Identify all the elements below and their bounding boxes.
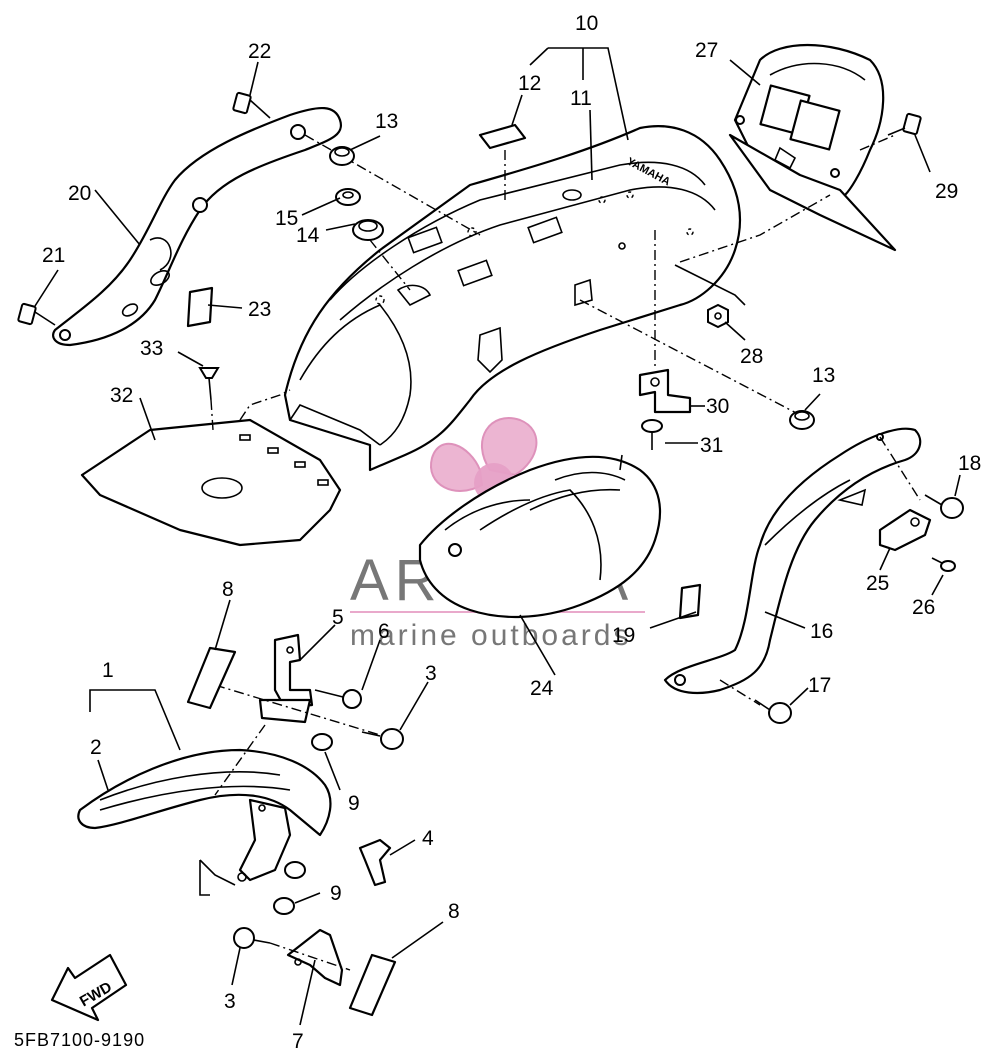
- screw-33-dash: [210, 399, 214, 431]
- leader-lines: [34, 47, 961, 1026]
- callout-30: 30: [706, 395, 729, 418]
- callout-8-lower: 8: [448, 900, 460, 923]
- fender-bracket-5: [258, 633, 314, 724]
- callout-2: 2: [90, 736, 102, 759]
- callout-20: 20: [68, 182, 91, 205]
- screw-29: [887, 112, 922, 136]
- grab-bar-left: [52, 107, 343, 347]
- collar-15: [335, 188, 361, 206]
- nut-9-upper: [311, 733, 333, 751]
- fwd-arrow-icon: FWD: [50, 953, 128, 1022]
- rubber-23: [186, 286, 214, 328]
- bolt-22: [232, 91, 271, 119]
- callout-4: 4: [422, 827, 434, 850]
- callout-33: 33: [140, 337, 163, 360]
- fender-bracket-dash: [214, 724, 266, 796]
- callout-8-upper: 8: [222, 578, 234, 601]
- callout-21: 21: [42, 244, 65, 267]
- bracket-7-dash: [269, 942, 351, 971]
- callout-12: 12: [518, 72, 541, 95]
- callout-27: 27: [695, 39, 718, 62]
- callout-16: 16: [810, 620, 833, 643]
- bracket-30: [638, 368, 692, 414]
- callout-11: 11: [570, 87, 592, 110]
- callout-7: 7: [292, 1030, 304, 1053]
- callout-9-upper: 9: [348, 792, 360, 815]
- rubber-8-lower: [348, 953, 397, 1017]
- front-fender-stay-line: [199, 859, 236, 886]
- bolt-21: [17, 302, 56, 326]
- callout-24: 24: [530, 677, 554, 700]
- screw-33: [198, 367, 220, 401]
- callout-3-lower: 3: [224, 990, 236, 1013]
- fender-bracket-line: [674, 264, 746, 306]
- grommet-13-upper: [329, 146, 355, 166]
- bolt-17: [754, 699, 792, 724]
- mud-flap-dash: [239, 389, 291, 421]
- bolt-31: [641, 419, 663, 450]
- grab-bar-left-dash: [304, 134, 481, 236]
- rubber-8-upper: [186, 646, 237, 710]
- grab-bar-right-dash: [879, 436, 921, 501]
- decal-12: [478, 123, 527, 150]
- bolt-6: [314, 689, 362, 709]
- callout-28: 28: [740, 345, 763, 368]
- bolt-17-dash: [719, 679, 761, 706]
- callout-10: 10: [575, 12, 598, 35]
- grab-bar-right: [663, 427, 922, 695]
- callout-19: 19: [612, 624, 635, 647]
- callout-15: 15: [275, 207, 298, 230]
- callout-23: 23: [248, 298, 271, 321]
- watermark-tagline: marine outboards: [350, 619, 631, 652]
- tail-light-dash: [679, 194, 831, 263]
- callout-1: 1: [102, 659, 114, 682]
- callout-32: 32: [110, 384, 133, 407]
- callout-26: 26: [912, 596, 935, 619]
- bracket-25: [837, 488, 932, 552]
- rear-fender: YAMAHA: [283, 125, 742, 472]
- front-fender: [77, 748, 332, 882]
- nut-9-lower: [273, 897, 295, 915]
- callout-5: 5: [332, 606, 344, 629]
- collar-small: [284, 861, 306, 879]
- bolt-3-upper: [361, 728, 404, 750]
- bolt-3-lower: [233, 927, 271, 949]
- bolt-18: [924, 494, 964, 519]
- callout-13-upper: 13: [375, 110, 398, 133]
- callout-numbers: 10 11 12 22 13 15 14 20 21 23 33 32 27 2…: [42, 12, 981, 1053]
- callout-31: 31: [700, 434, 723, 457]
- callout-3-upper: 3: [425, 662, 437, 685]
- inner-fender: [418, 454, 662, 619]
- callout-6: 6: [378, 620, 390, 643]
- nut-28: [707, 303, 729, 329]
- mud-flap: [80, 418, 342, 547]
- callout-9-lower: 9: [330, 882, 342, 905]
- rubber-19: [678, 583, 702, 620]
- callout-18: 18: [958, 452, 981, 475]
- tail-light-unit: [728, 43, 897, 252]
- callout-13-lower: 13: [812, 364, 835, 387]
- screw-29-dash: [859, 134, 896, 151]
- bolt-3-upper-dash: [214, 684, 381, 736]
- grommet-13-lower-dash: [579, 299, 801, 416]
- callout-22: 22: [248, 40, 271, 63]
- callout-29: 29: [935, 180, 958, 203]
- callout-17: 17: [808, 674, 831, 697]
- clip-4: [358, 838, 392, 887]
- callout-25: 25: [866, 572, 889, 595]
- callout-14: 14: [296, 224, 320, 247]
- drawing-code: 5FB7100-9190: [14, 1030, 145, 1050]
- bolt-26: [931, 557, 956, 572]
- damper-14: [352, 219, 384, 241]
- grommet-13-lower: [789, 410, 815, 430]
